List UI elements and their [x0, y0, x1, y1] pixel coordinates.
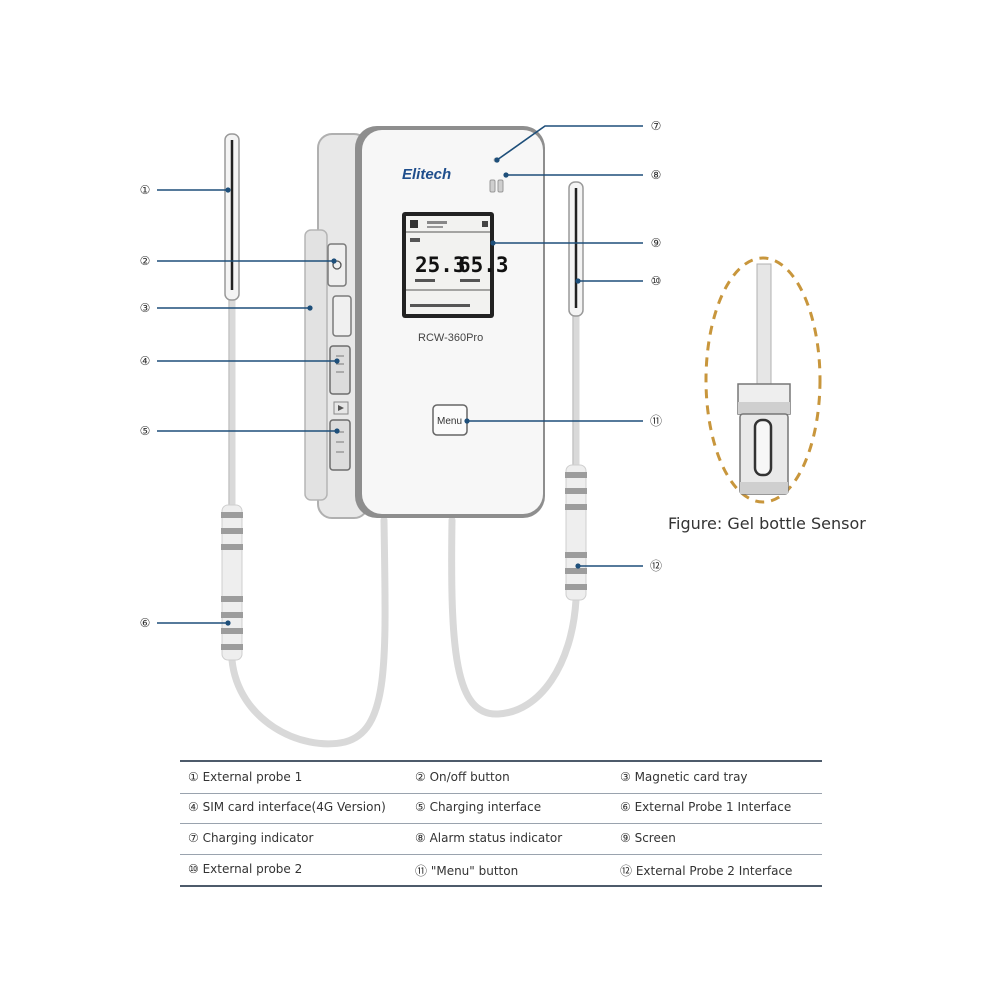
- probe-2-cable: [448, 311, 580, 718]
- legend-item: ② On/off button: [415, 770, 510, 784]
- callout-12: ⑫: [649, 559, 662, 573]
- sim-card-interface[interactable]: [329, 345, 351, 415]
- legend-item: ⑫ External Probe 2 Interface: [620, 864, 793, 878]
- legend-item: ⑤ Charging interface: [415, 800, 542, 814]
- legend-item: ⑨ Screen: [620, 831, 676, 845]
- callout-5: ⑤: [139, 424, 151, 438]
- callout-6: ⑥: [139, 616, 151, 630]
- leader-dots: [225, 157, 581, 626]
- callout-8: ⑧: [650, 168, 662, 182]
- charging-interface[interactable]: [329, 419, 351, 471]
- callout-2: ②: [139, 254, 151, 268]
- legend-item: ③ Magnetic card tray: [620, 770, 748, 784]
- probe-1-interface: [221, 504, 243, 661]
- legend-row: ⑩ External probe 2 ⑪ "Menu" button ⑫ Ext…: [180, 854, 822, 887]
- legend-item: ④ SIM card interface(4G Version): [188, 800, 386, 814]
- leader-lines: [157, 125, 643, 624]
- legend-item: ① External probe 1: [188, 770, 303, 784]
- legend-item: ⑩ External probe 2: [188, 862, 303, 876]
- callout-11: ⑪: [649, 414, 662, 428]
- model-name: RCW-360Pro: [418, 332, 484, 344]
- legend-item: ⑧ Alarm status indicator: [415, 831, 563, 845]
- legend-item: ⑪ "Menu" button: [415, 864, 519, 878]
- callout-3: ③: [139, 301, 151, 315]
- legend-item: ⑦ Charging indicator: [188, 831, 314, 845]
- screen-reading-1: 25.3: [415, 253, 466, 277]
- magnetic-card-tray[interactable]: [332, 295, 352, 337]
- legend-row: ④ SIM card interface(4G Version) ⑤ Charg…: [180, 792, 822, 824]
- callout-1: ①: [139, 183, 151, 197]
- screen-reading-2: 65.3: [458, 253, 509, 277]
- callout-10: ⑩: [650, 274, 662, 288]
- callout-4: ④: [139, 354, 151, 368]
- legend-item: ⑥ External Probe 1 Interface: [620, 800, 792, 814]
- on-off-button[interactable]: [327, 243, 347, 287]
- screen: [402, 212, 494, 318]
- figure-caption: Figure: Gel bottle Sensor: [668, 514, 866, 533]
- menu-button-label: Menu: [437, 416, 463, 427]
- probe-2-interface: [565, 464, 587, 601]
- probe-1-cable: [228, 296, 389, 748]
- callout-9: ⑨: [650, 236, 662, 250]
- callout-7: ⑦: [650, 119, 662, 133]
- external-probe-1: [224, 133, 240, 301]
- legend-row: ① External probe 1 ② On/off button ③ Mag…: [180, 760, 822, 794]
- legend-row: ⑦ Charging indicator ⑧ Alarm status indi…: [180, 823, 822, 855]
- brand-logo: Elitech: [402, 166, 452, 183]
- legend-table: ① External probe 1 ② On/off button ③ Mag…: [180, 760, 822, 887]
- gel-bottle-sensor-figure: [704, 256, 822, 504]
- alarm-status-indicator: [489, 179, 504, 193]
- external-probe-2: [568, 181, 584, 317]
